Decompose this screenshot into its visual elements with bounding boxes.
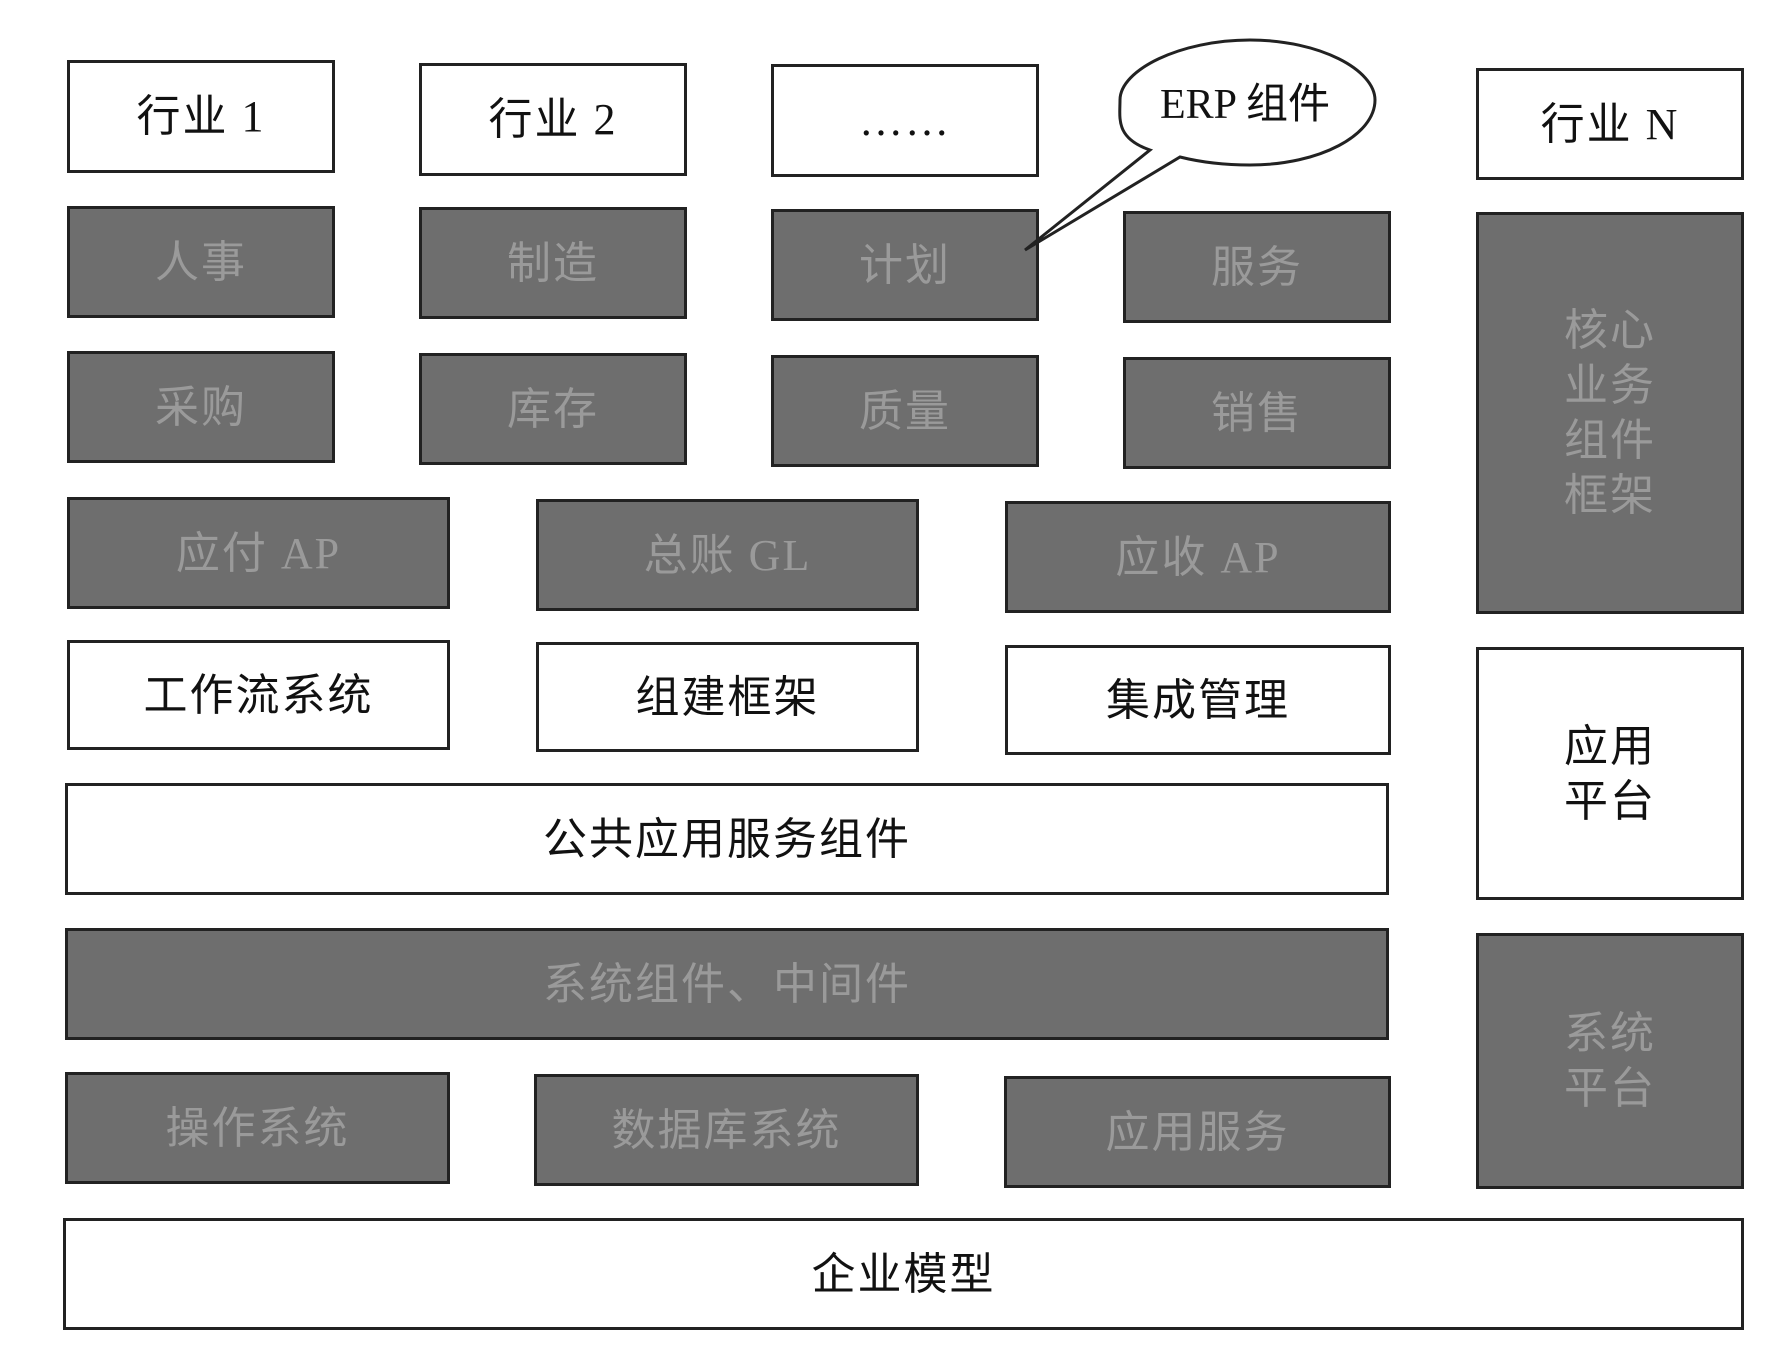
service-component: 服务 (1123, 211, 1391, 323)
industry-n-box: 行业 N (1476, 68, 1744, 180)
manufacturing-component: 制造 (419, 207, 687, 319)
planning-component: 计划 (771, 209, 1039, 321)
application-platform: 应用 平台 (1476, 647, 1744, 900)
industry-1-box: 行业 1 (67, 60, 335, 173)
integration-management: 集成管理 (1005, 645, 1391, 755)
database-system: 数据库系统 (534, 1074, 919, 1186)
system-platform: 系统 平台 (1476, 933, 1744, 1189)
industry-ellipsis-box: …… (771, 64, 1039, 177)
application-service: 应用服务 (1004, 1076, 1391, 1188)
industry-2-box: 行业 2 (419, 63, 687, 176)
erp-component-callout: ERP 组件 (1160, 81, 1330, 128)
inventory-component: 库存 (419, 353, 687, 465)
accounts-payable-component: 应付 AP (67, 497, 450, 609)
quality-component: 质量 (771, 355, 1039, 467)
hr-component: 人事 (67, 206, 335, 318)
common-app-services: 公共应用服务组件 (65, 783, 1389, 895)
component-framework: 组建框架 (536, 642, 919, 752)
workflow-system: 工作流系统 (67, 640, 450, 750)
enterprise-model: 企业模型 (63, 1218, 1744, 1330)
operating-system: 操作系统 (65, 1072, 450, 1184)
system-middleware: 系统组件、中间件 (65, 928, 1389, 1040)
core-business-framework: 核心 业务 组件 框架 (1476, 212, 1744, 614)
sales-component: 销售 (1123, 357, 1391, 469)
general-ledger-component: 总账 GL (536, 499, 919, 611)
accounts-receivable-component: 应收 AP (1005, 501, 1391, 613)
purchasing-component: 采购 (67, 351, 335, 463)
